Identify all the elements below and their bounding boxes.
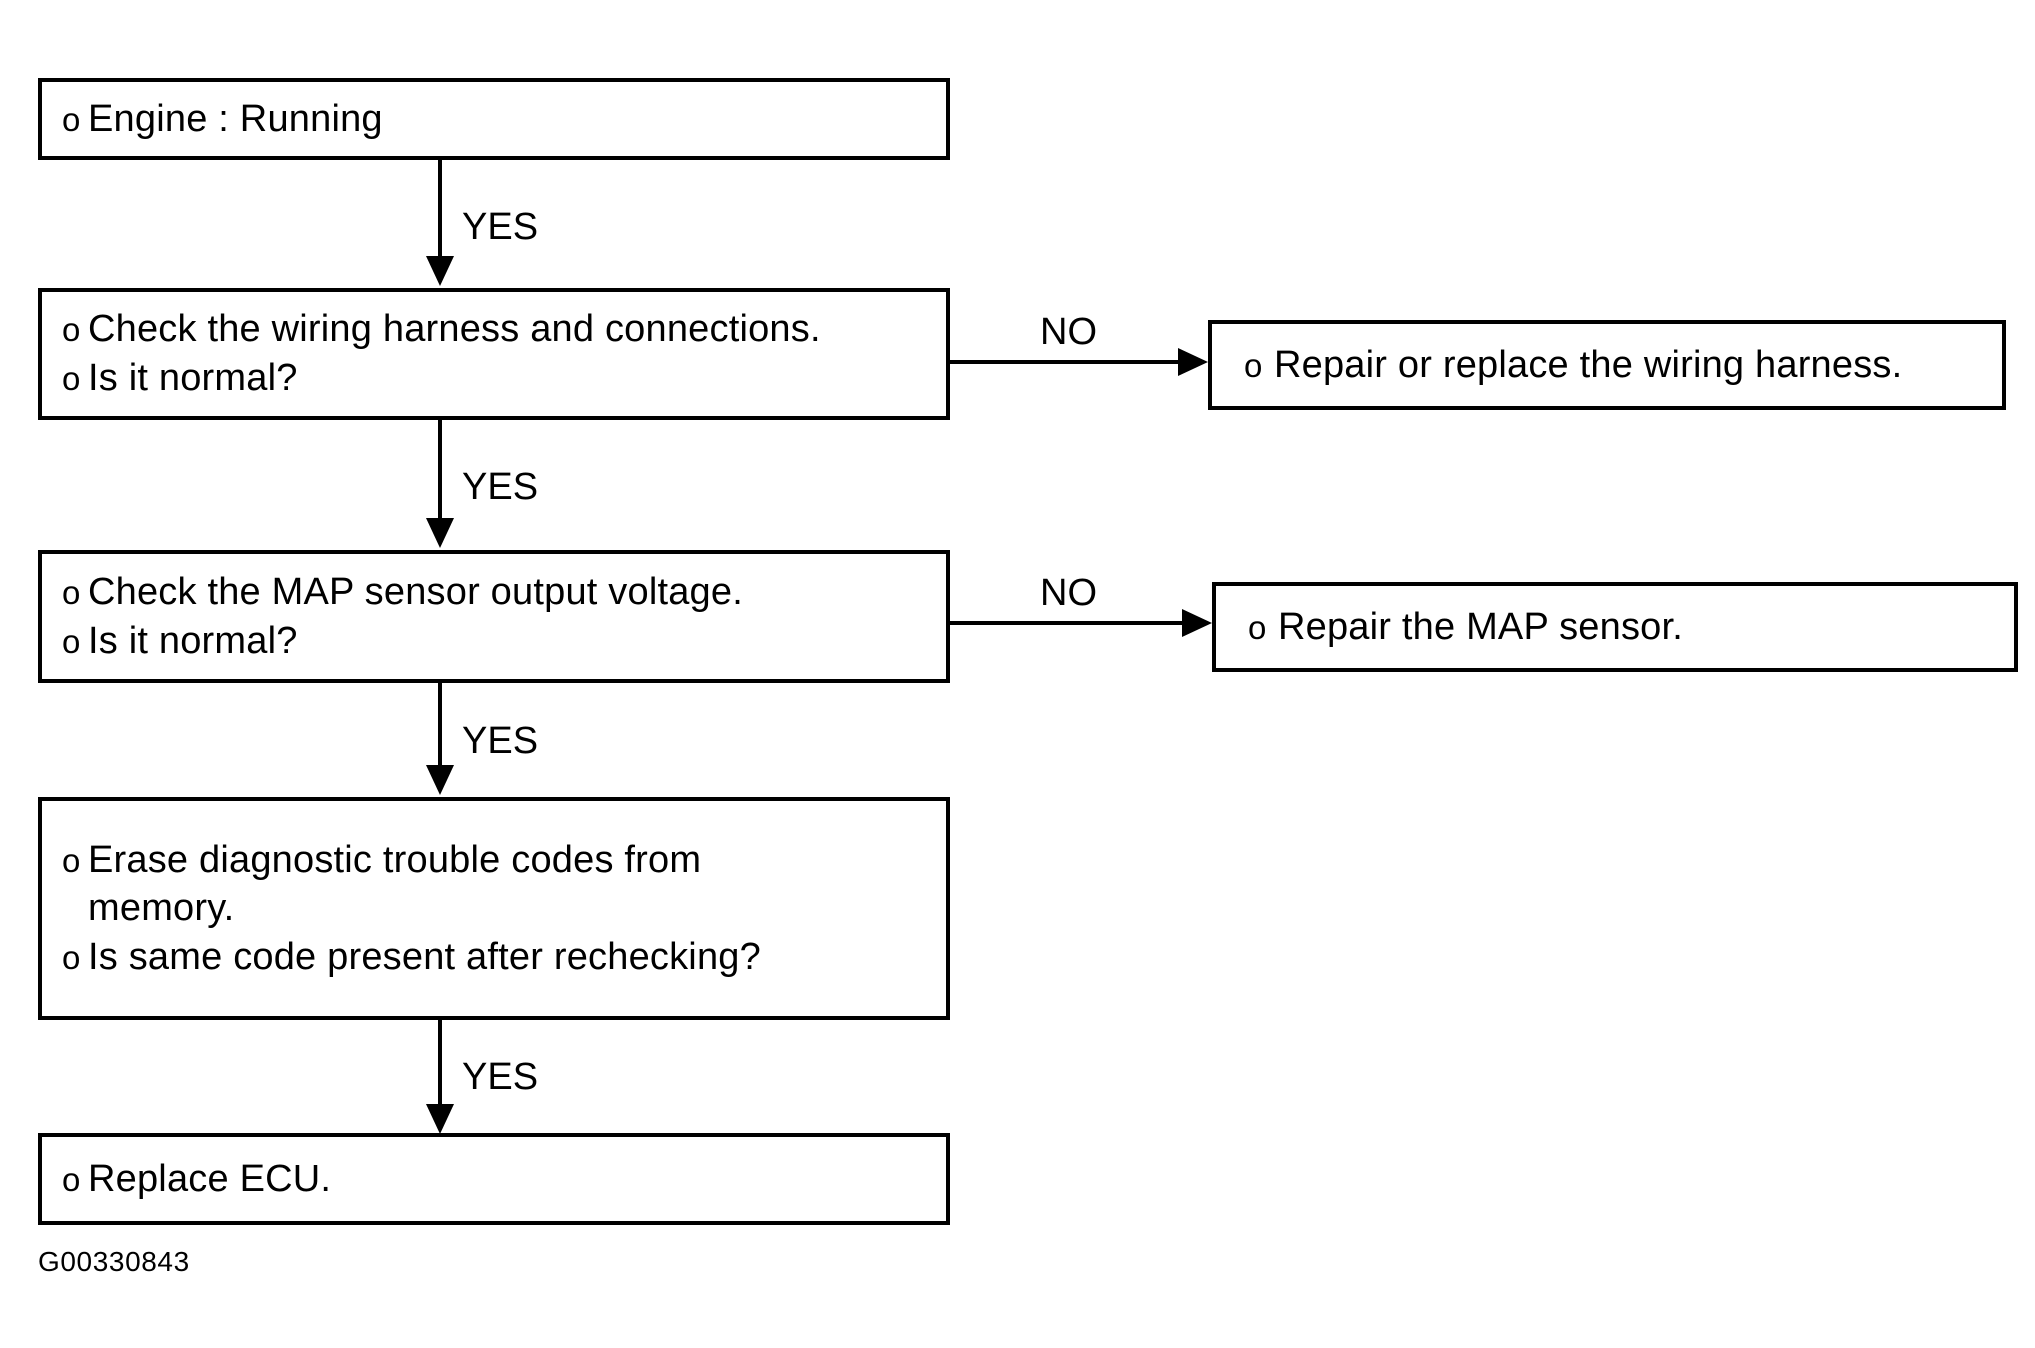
edge-map-no-arrowhead xyxy=(1182,609,1212,637)
node-text: Repair the MAP sensor. xyxy=(1278,605,1684,648)
edge-wiring-to-map-arrowhead xyxy=(426,518,454,548)
edge-label-no-1: NO xyxy=(1040,311,1097,353)
figure-code-label: G00330843 xyxy=(38,1246,190,1277)
node-text: Check the wiring harness and connections… xyxy=(88,308,821,351)
bullet-glyph: o xyxy=(62,573,81,611)
edge-erase-to-ecu-line xyxy=(438,1020,442,1106)
bullet-glyph: o xyxy=(62,100,81,138)
node-text: Engine : Running xyxy=(88,97,383,140)
node-replace-ecu: o Replace ECU. xyxy=(38,1133,950,1225)
edge-wiring-no-arrowhead xyxy=(1178,348,1208,376)
node-text: Is it normal? xyxy=(88,619,298,662)
node-text: memory. xyxy=(88,887,235,930)
edge-label-no-2: NO xyxy=(1040,572,1097,614)
edge-erase-to-ecu-arrowhead xyxy=(426,1104,454,1134)
node-line: o Is it normal? xyxy=(42,354,946,403)
node-line: o Repair the MAP sensor. xyxy=(1216,603,2014,652)
edge-label-yes-3: YES xyxy=(462,720,539,762)
node-line: o Is same code present after rechecking? xyxy=(42,933,946,982)
node-repair-wiring-harness: o Repair or replace the wiring harness. xyxy=(1208,320,2006,410)
edge-map-to-erase-arrowhead xyxy=(426,765,454,795)
node-line: o Erase diagnostic trouble codes from xyxy=(42,836,946,885)
edge-wiring-to-map-line xyxy=(438,420,442,520)
node-check-wiring-harness: o Check the wiring harness and connectio… xyxy=(38,288,950,420)
node-line: o Is it normal? xyxy=(42,617,946,666)
node-check-map-sensor-voltage: o Check the MAP sensor output voltage. o… xyxy=(38,550,950,683)
edge-engine-to-wiring-arrowhead xyxy=(426,256,454,286)
node-line: o Replace ECU. xyxy=(42,1155,946,1204)
bullet-glyph: o xyxy=(62,622,81,660)
node-repair-map-sensor: o Repair the MAP sensor. xyxy=(1212,582,2018,672)
node-text: Is it normal? xyxy=(88,357,298,399)
bullet-glyph: o xyxy=(62,841,81,879)
node-text: Erase diagnostic trouble codes from xyxy=(88,838,702,881)
bullet-glyph: o xyxy=(1248,608,1267,646)
node-line: o Check the MAP sensor output voltage. xyxy=(42,568,946,617)
edge-label-yes-1: YES xyxy=(462,206,539,248)
node-text: Is same code present after rechecking? xyxy=(88,935,761,978)
edge-wiring-no-line xyxy=(950,360,1182,364)
node-line: o Check the wiring harness and connectio… xyxy=(42,305,946,354)
node-line: o Engine : Running xyxy=(42,95,946,144)
node-line: memory. xyxy=(42,884,946,933)
edge-label-yes-4: YES xyxy=(462,1056,539,1098)
bullet-glyph: o xyxy=(1244,346,1263,384)
node-text: Replace ECU. xyxy=(88,1157,332,1200)
bullet-glyph: o xyxy=(62,360,81,397)
bullet-spacer xyxy=(42,888,88,930)
bullet-glyph: o xyxy=(62,311,81,349)
node-erase-dtc: o Erase diagnostic trouble codes from me… xyxy=(38,797,950,1020)
node-engine-running: o Engine : Running xyxy=(38,78,950,160)
edge-engine-to-wiring-line xyxy=(438,160,442,258)
node-text: Check the MAP sensor output voltage. xyxy=(88,570,743,613)
bullet-glyph: o xyxy=(62,1160,81,1198)
node-line: o Repair or replace the wiring harness. xyxy=(1212,341,2002,390)
edge-label-yes-2: YES xyxy=(462,466,539,508)
edge-map-no-line xyxy=(950,621,1186,625)
node-text: Repair or replace the wiring harness. xyxy=(1274,343,1903,386)
bullet-glyph: o xyxy=(62,938,81,976)
edge-map-to-erase-line xyxy=(438,683,442,767)
